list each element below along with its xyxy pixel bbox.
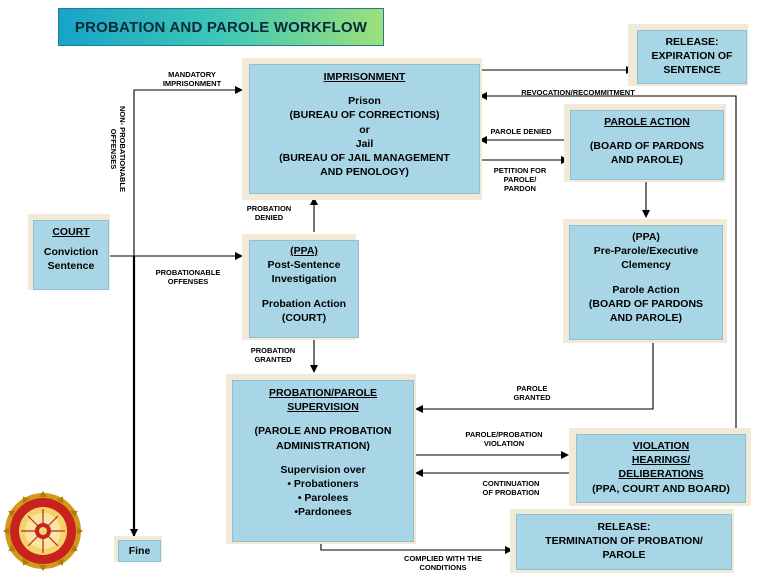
supervision-heading2: SUPERVISION (287, 401, 359, 414)
paroledenied-label: PAROLE DENIED (490, 127, 552, 136)
supervision-l3: Supervision over (280, 463, 366, 476)
release-termination-l2: TERMINATION OF PROBATION/ (545, 535, 703, 548)
ppa-pre-box: (PPA) Pre-Parole/Executive Clemency Paro… (569, 225, 723, 340)
petition-label: PETITION FOR PAROLE/ PARDON (488, 166, 552, 193)
violation-box: VIOLATION HEARINGS/ DELIBERATIONS (PPA, … (576, 434, 746, 503)
parolegranted-label: PAROLE GRANTED (506, 384, 558, 402)
ppa-pre-l1: (PPA) (632, 231, 660, 243)
imprisonment-l4: Jail (355, 137, 374, 150)
supervision-l1: (PAROLE AND PROBATION (254, 425, 392, 438)
probgranted-label: PROBATION GRANTED (244, 346, 302, 364)
complied-label-l1: COMPLIED WITH THE (404, 554, 482, 563)
mandatory-label-l1: MANDATORY (168, 70, 216, 79)
supervision-box: PROBATION/PAROLE SUPERVISION (PAROLE AND… (232, 380, 414, 542)
probdenied-label-l1: PROBATION (246, 204, 292, 213)
court-box: COURT Conviction Sentence (33, 220, 109, 290)
nonprob-label: NON- PROBATIONABLE OFFENSES (109, 94, 127, 204)
release-termination-l3: PAROLE (602, 549, 646, 562)
continuation-label: CONTINUATION OF PROBATION (468, 479, 554, 497)
supervision-l6: •Pardonees (294, 506, 352, 519)
court-line1: Conviction (43, 246, 99, 259)
ppa-post-box: (PPA) Post-Sentence Investigation Probat… (249, 240, 359, 338)
parole-granted-arrow (415, 340, 654, 413)
imprisonment-l2: (BUREAU OF CORRECTIONS) (289, 109, 440, 122)
complied-label-l2: CONDITIONS (419, 563, 467, 572)
parolegranted-label-l1: PAROLE (516, 384, 548, 393)
imprisonment-l5: (BUREAU OF JAIL MANAGEMENT (279, 151, 450, 164)
release-expiration-box: RELEASE: EXPIRATION OF SENTENCE (637, 30, 747, 84)
nonprob-label-l2: OFFENSES (109, 128, 118, 170)
ppa-pre-l4: Parole Action (612, 283, 680, 296)
diagram-title: PROBATION AND PAROLE WORKFLOW (74, 18, 368, 36)
supervision-heading1: PROBATION/PAROLE (268, 387, 378, 399)
probdenied-label-l2: DENIED (254, 213, 284, 222)
complied-arrow (320, 541, 513, 554)
complied-label: COMPLIED WITH THE CONDITIONS (394, 554, 492, 572)
imprisonment-l3: or (359, 123, 370, 136)
probationable-label-l1: PROBATIONABLE (155, 268, 221, 277)
ppa-pre-l5: (BOARD OF PARDONS (588, 297, 704, 310)
ppa-pre-l2: Pre-Parole/Executive (593, 245, 699, 258)
parolegranted-label-l2: GRANTED (513, 393, 551, 402)
continuation-label-l1: CONTINUATION (482, 479, 540, 488)
release-expiration-l3: SENTENCE (663, 64, 721, 77)
mandatory-arrow (133, 86, 243, 256)
revocation-arrow (479, 92, 737, 430)
ppa-post-l2: Investigation (271, 273, 337, 286)
probdenied-label: PROBATION DENIED (240, 204, 298, 222)
probationable-label-l2: OFFENSES (167, 277, 209, 286)
release-expiration-l2: EXPIRATION OF (651, 50, 733, 63)
petition-label-l2: PAROLE/ (503, 175, 537, 184)
supervision-l2: ADMINISTRATION) (276, 439, 370, 452)
probgranted-label-l2: GRANTED (254, 355, 292, 364)
ppa-post-l3: Probation Action (261, 297, 347, 310)
probationable-label: PROBATIONABLE OFFENSES (148, 268, 228, 286)
violation-label-l2: VIOLATION (483, 439, 525, 448)
probgranted-label-l1: PROBATION (250, 346, 296, 355)
ppa-post-l4: (COURT) (281, 311, 327, 324)
parole-action-l2: AND PAROLE) (610, 154, 684, 167)
parole-action-box: PAROLE ACTION (BOARD OF PARDONS AND PARO… (570, 110, 724, 180)
title-banner: PROBATION AND PAROLE WORKFLOW (58, 8, 384, 46)
violation-l1: (PPA, COURT AND BOARD) (592, 482, 730, 495)
petition-label-l1: PETITION FOR (493, 166, 547, 175)
violation-h3: DELIBERATIONS (618, 468, 704, 481)
court-line2: Sentence (47, 260, 95, 273)
supervision-l5: • Parolees (297, 492, 349, 505)
violation-label: PAROLE/PROBATION VIOLATION (456, 430, 552, 448)
imprisonment-box: IMPRISONMENT Prison (BUREAU OF CORRECTIO… (249, 64, 480, 194)
release-termination-l1: RELEASE: (597, 521, 651, 533)
violation-h2: HEARINGS/ (631, 454, 691, 467)
revocation-label: REVOCATION/RECOMMITMENT (521, 88, 635, 97)
release-expiration-l1: RELEASE: (665, 36, 719, 48)
nonprob-label-l1: NON- PROBATIONABLE (118, 105, 127, 193)
fine-box: Fine (118, 540, 161, 562)
continuation-label-l2: OF PROBATION (482, 488, 540, 497)
supervision-l4: • Probationers (287, 477, 359, 490)
ppa-post-heading: (PPA) (290, 245, 318, 257)
violation-h1: VIOLATION (632, 440, 690, 452)
seal-logo-icon (3, 491, 83, 571)
mandatory-label-l2: IMPRISONMENT (162, 79, 222, 88)
parole-action-heading: PAROLE ACTION (604, 116, 690, 128)
imprisonment-heading: IMPRISONMENT (323, 71, 406, 83)
court-heading: COURT (52, 226, 90, 238)
ppa-pre-l3: Clemency (621, 259, 671, 272)
imprisonment-l6: AND PENOLOGY) (320, 166, 409, 179)
ppa-pre-l6: AND PAROLE) (609, 311, 683, 324)
fine-label: Fine (128, 545, 151, 557)
parole-action-l1: (BOARD OF PARDONS (589, 140, 705, 153)
violation-label-l1: PAROLE/PROBATION (465, 430, 543, 439)
ppa-post-l1: Post-Sentence (267, 259, 341, 272)
petition-label-l3: PARDON (504, 184, 536, 193)
mandatory-label: MANDATORY IMPRISONMENT (150, 70, 234, 88)
imprisonment-l1: Prison (348, 95, 381, 108)
release-termination-box: RELEASE: TERMINATION OF PROBATION/ PAROL… (516, 514, 732, 570)
